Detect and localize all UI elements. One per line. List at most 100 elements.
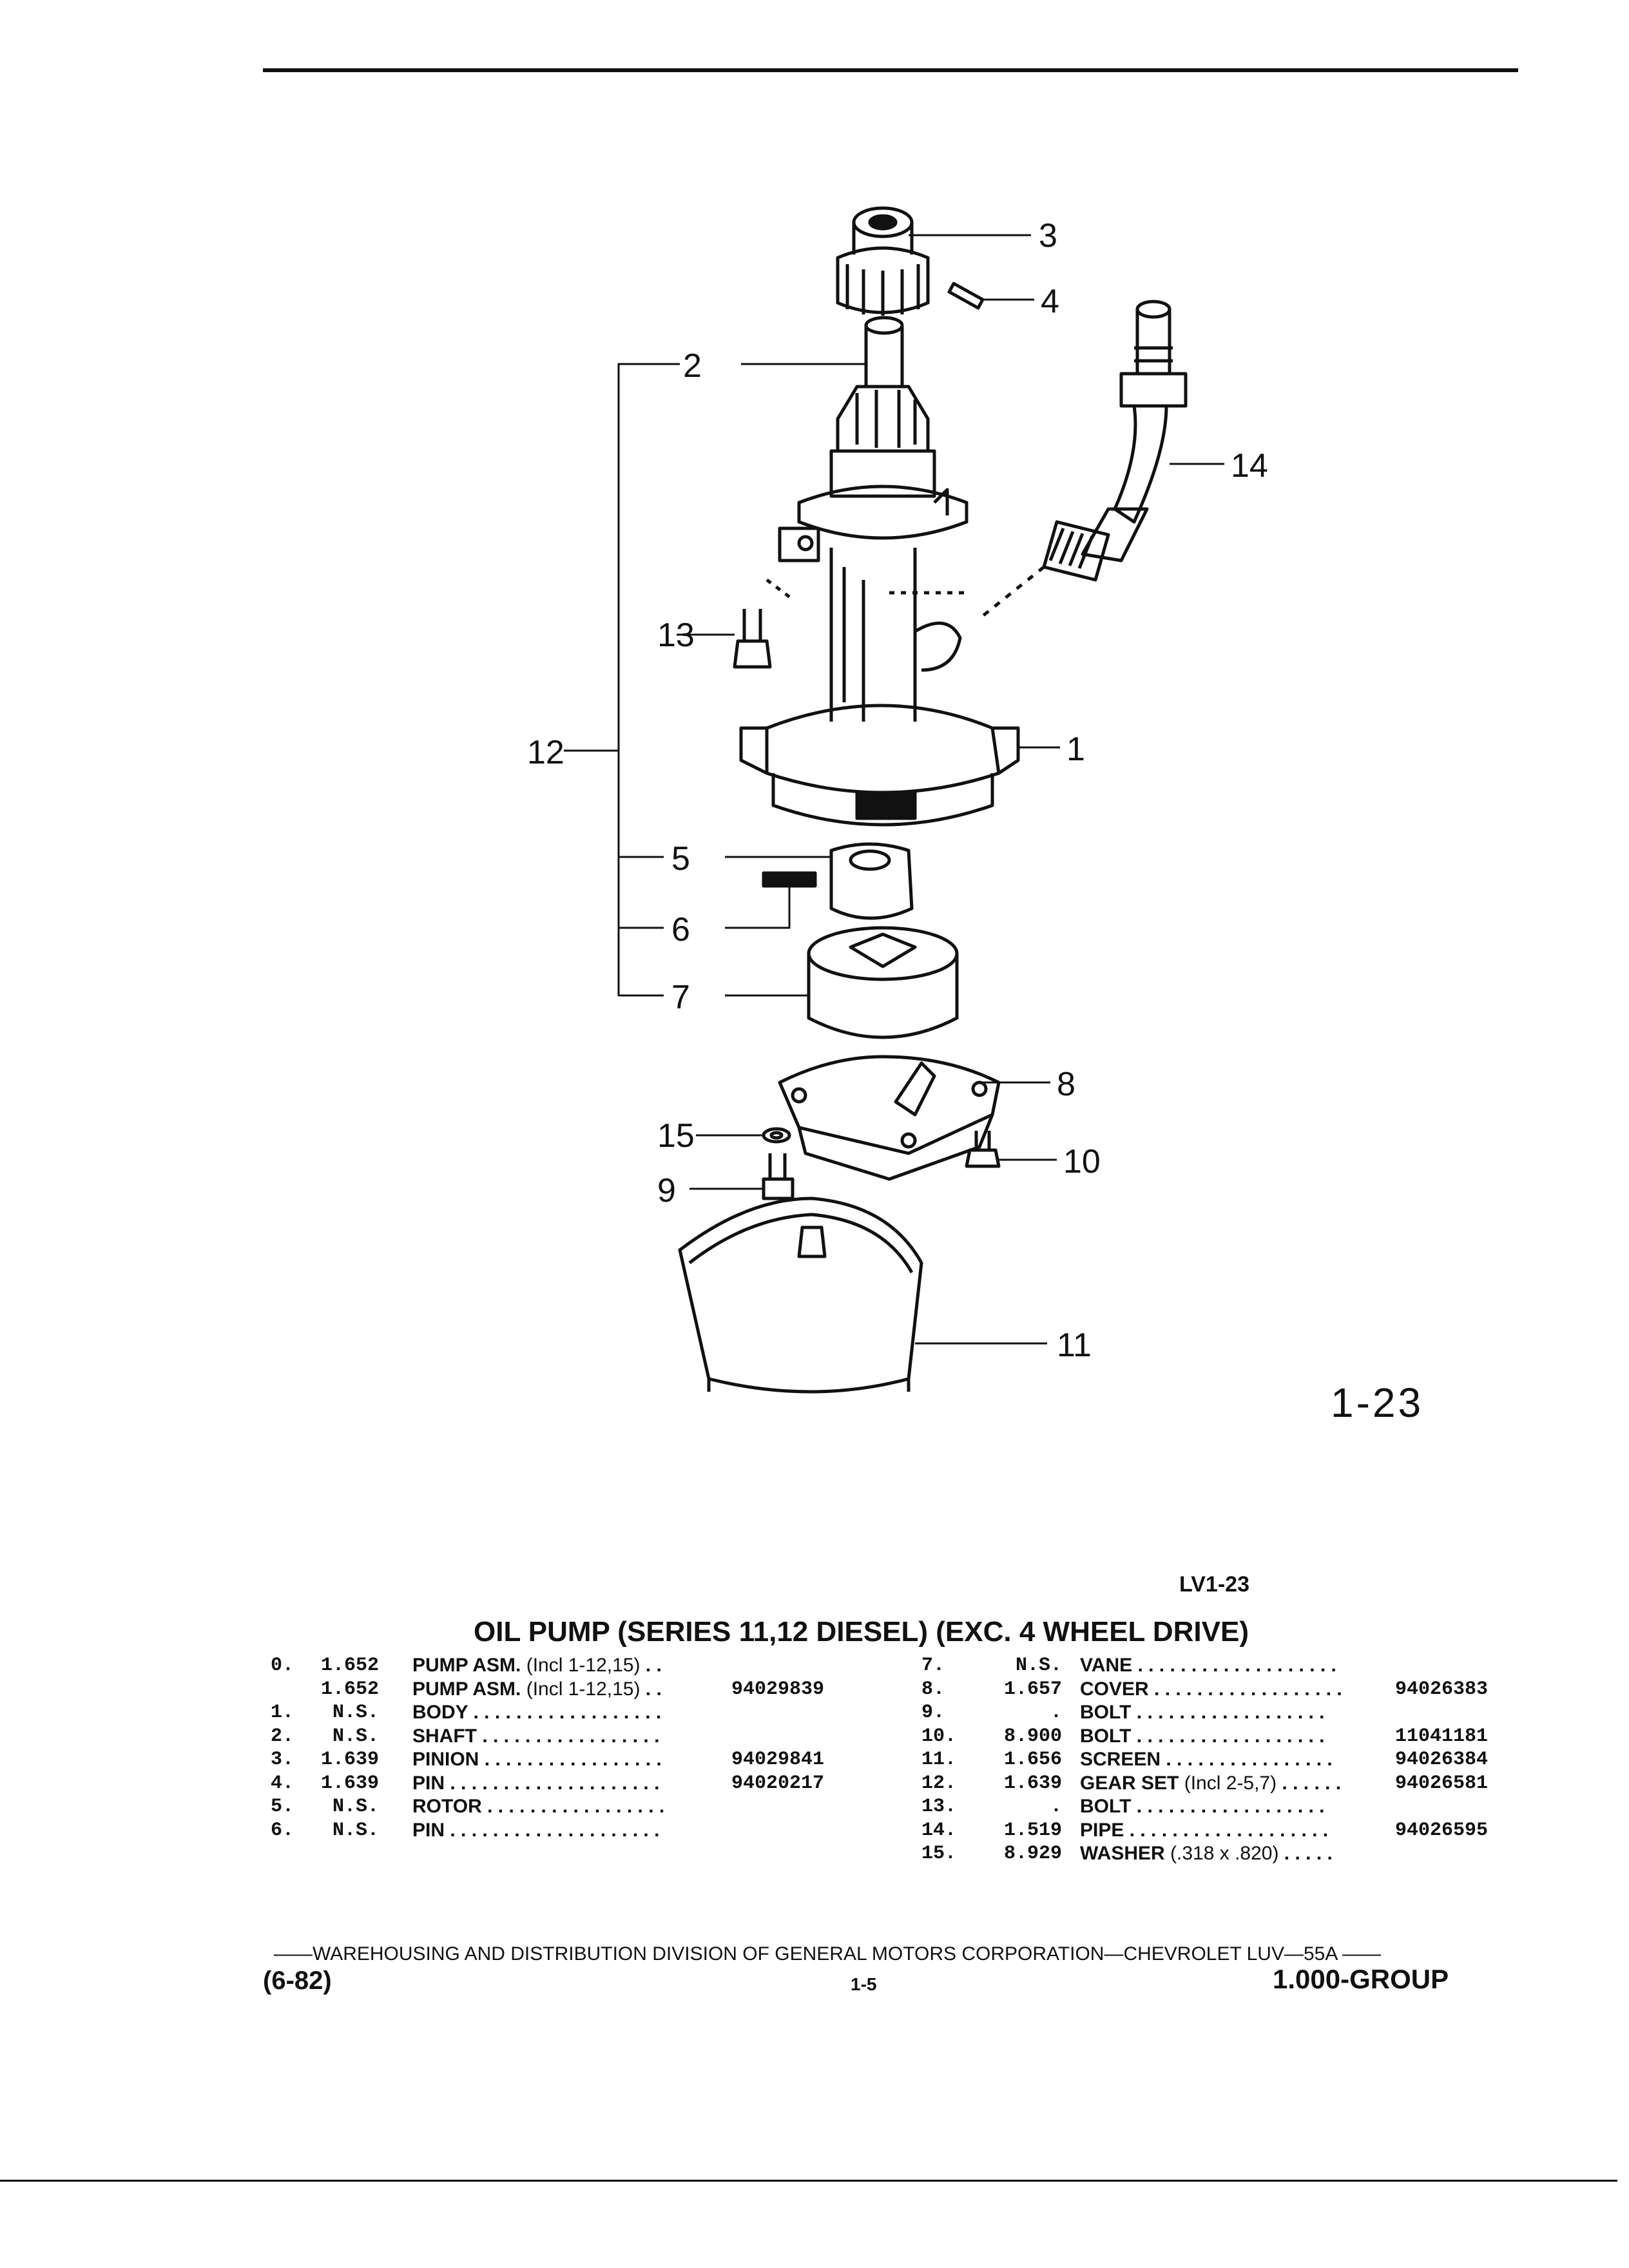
screen-part	[678, 1196, 923, 1394]
part-description: WASHER (.318 x .820) . . . . .	[1080, 1843, 1333, 1865]
rotor-part	[829, 842, 914, 920]
leader-dots: . . . . . . . . . . . . . . . . .	[484, 1749, 662, 1770]
callout-7: 7	[671, 979, 690, 1016]
group-number: N.S.	[332, 1796, 379, 1818]
leader-dots: . . . . . . . . . . . . . . . . . .	[1136, 1702, 1325, 1723]
part-name: SCREEN	[1080, 1749, 1161, 1770]
footer-group: 1.000-GROUP	[1273, 1964, 1449, 1994]
item-number: 11.	[921, 1749, 957, 1771]
part-description: SHAFT . . . . . . . . . . . . . . . . .	[412, 1725, 659, 1747]
item-number: 12.	[921, 1772, 957, 1794]
leader-dots: . . . . . . . . . . . . . . . . . . .	[1137, 1655, 1336, 1676]
callout-2: 2	[683, 347, 702, 385]
part-name: GEAR SET	[1080, 1772, 1179, 1794]
part-description: PUMP ASM. (Incl 1-12,15) . .	[412, 1678, 662, 1700]
leader-dots: . . . . . . . . . . . . . . . .	[1166, 1749, 1333, 1770]
part-note: (Incl 1-12,15)	[526, 1655, 641, 1676]
parts-row: 11. 1.656 SCREEN . . . . . . . . . . . . .…	[921, 1749, 1579, 1773]
leader-dots: . . . . .	[1278, 1843, 1333, 1864]
group-number: .	[1050, 1702, 1062, 1724]
part-description: PINION . . . . . . . . . . . . . . . . .	[412, 1749, 662, 1771]
parts-list-right: 7.N.S.VANE . . . . . . . . . . . . . . .…	[921, 1655, 1579, 1867]
figure-code: LV1-23	[1179, 1572, 1249, 1597]
leader-dots: . . . . . . . . . . . . . . . . . . .	[1129, 1819, 1329, 1841]
callout-14: 14	[1231, 447, 1268, 485]
part-number: 94026384	[1395, 1749, 1489, 1771]
cover-part	[778, 1055, 1001, 1181]
part-name: BOLT	[1080, 1702, 1132, 1723]
group-number: N.S.	[332, 1725, 379, 1747]
callout-11: 11	[1057, 1327, 1092, 1364]
item-number: 10.	[921, 1725, 957, 1747]
pinion-part	[836, 206, 930, 316]
parts-row: 1.652 PUMP ASM. (Incl 1-12,15) . . 9402983…	[271, 1678, 915, 1702]
group-number: 1.657	[1003, 1678, 1062, 1700]
footer-date: (6-82)	[263, 1966, 332, 1995]
part-number: 94029839	[731, 1678, 825, 1700]
leader-dots: . . . . . . . . . . . . . . . . . .	[1154, 1678, 1342, 1700]
callout-12: 12	[527, 734, 564, 771]
group-number: 8.929	[1003, 1843, 1062, 1865]
item-number: 8.	[921, 1678, 945, 1700]
item-number: 3.	[271, 1749, 294, 1771]
part-description: ROTOR . . . . . . . . . . . . . . . . .	[412, 1796, 664, 1818]
group-number: 1.656	[1003, 1749, 1062, 1771]
callout-3: 3	[1039, 217, 1057, 255]
leader-dots: . . . . . . . . . . . . . . . . .	[482, 1725, 660, 1747]
part-note: (Incl 2-5,7)	[1184, 1772, 1277, 1794]
group-number: 1.652	[320, 1678, 379, 1700]
callout-9: 9	[657, 1172, 676, 1209]
group-number: .	[1050, 1796, 1062, 1818]
shaft-part	[864, 316, 904, 387]
item-number: 0.	[271, 1655, 294, 1677]
leader-dots: . . . . . . . . . . . . . . . . . .	[1136, 1796, 1325, 1817]
parts-row: 2.N.S.SHAFT . . . . . . . . . . . . . . …	[271, 1725, 915, 1749]
item-number: 1.	[271, 1702, 294, 1724]
part-description: BOLT . . . . . . . . . . . . . . . . . .	[1080, 1702, 1325, 1724]
parts-list-title: OIL PUMP (SERIES 11,12 DIESEL) (EXC. 4 W…	[474, 1616, 1249, 1648]
group-number: 1.519	[1003, 1819, 1062, 1841]
part-number: 94029841	[731, 1749, 825, 1771]
part-name: PINION	[412, 1749, 479, 1770]
group-number: N.S.	[332, 1819, 379, 1841]
part-name: PUMP ASM.	[412, 1678, 521, 1700]
bolt-10-part	[965, 1131, 1001, 1168]
callout-6: 6	[671, 911, 690, 948]
leader-dots: . . . . . . . . . . . . . . . . . . . .	[450, 1772, 660, 1794]
footer-publisher-line: ——WAREHOUSING AND DISTRIBUTION DIVISION …	[274, 1943, 1382, 1965]
part-name: BODY	[412, 1702, 468, 1723]
group-number: 1.652	[320, 1655, 379, 1677]
washer-part	[762, 1127, 791, 1144]
part-name: SHAFT	[412, 1725, 477, 1747]
leader-dots: . . . . . .	[1277, 1772, 1342, 1794]
item-number: 9.	[921, 1702, 945, 1724]
group-number: N.S.	[332, 1702, 379, 1724]
parts-row: 1. N.S. BODY . . . . . . . . . . . . . . .…	[271, 1702, 915, 1725]
callout-5: 5	[671, 840, 690, 878]
part-name: COVER	[1080, 1678, 1149, 1700]
part-note: (.318 x .820)	[1170, 1843, 1279, 1864]
part-description: SCREEN . . . . . . . . . . . . . . . .	[1080, 1749, 1333, 1771]
part-number: 94026595	[1395, 1819, 1489, 1841]
leader-dots: . . . . . . . . . . . . . . . . . .	[473, 1702, 662, 1723]
part-name: ROTOR	[412, 1796, 482, 1817]
part-name: PIN	[412, 1819, 445, 1841]
part-description: GEAR SET (Incl 2-5,7) . . . . . .	[1080, 1773, 1341, 1794]
part-name: PUMP ASM.	[412, 1655, 521, 1676]
bolt-13-part	[733, 579, 794, 669]
callout-4: 4	[1041, 283, 1059, 320]
part-description: BODY . . . . . . . . . . . . . . . . . .	[412, 1702, 661, 1724]
item-number: 4.	[271, 1772, 294, 1794]
part-description: PIN . . . . . . . . . . . . . . . . . . …	[412, 1773, 659, 1794]
leader-dots: . . . . . . . . . . . . . . . . . . . .	[450, 1819, 660, 1841]
item-number: 14.	[921, 1819, 957, 1841]
bottom-rule	[0, 2180, 1617, 2182]
footer-page-number: 1-5	[851, 1974, 877, 1994]
part-description: VANE . . . . . . . . . . . . . . . . . .…	[1080, 1655, 1336, 1677]
